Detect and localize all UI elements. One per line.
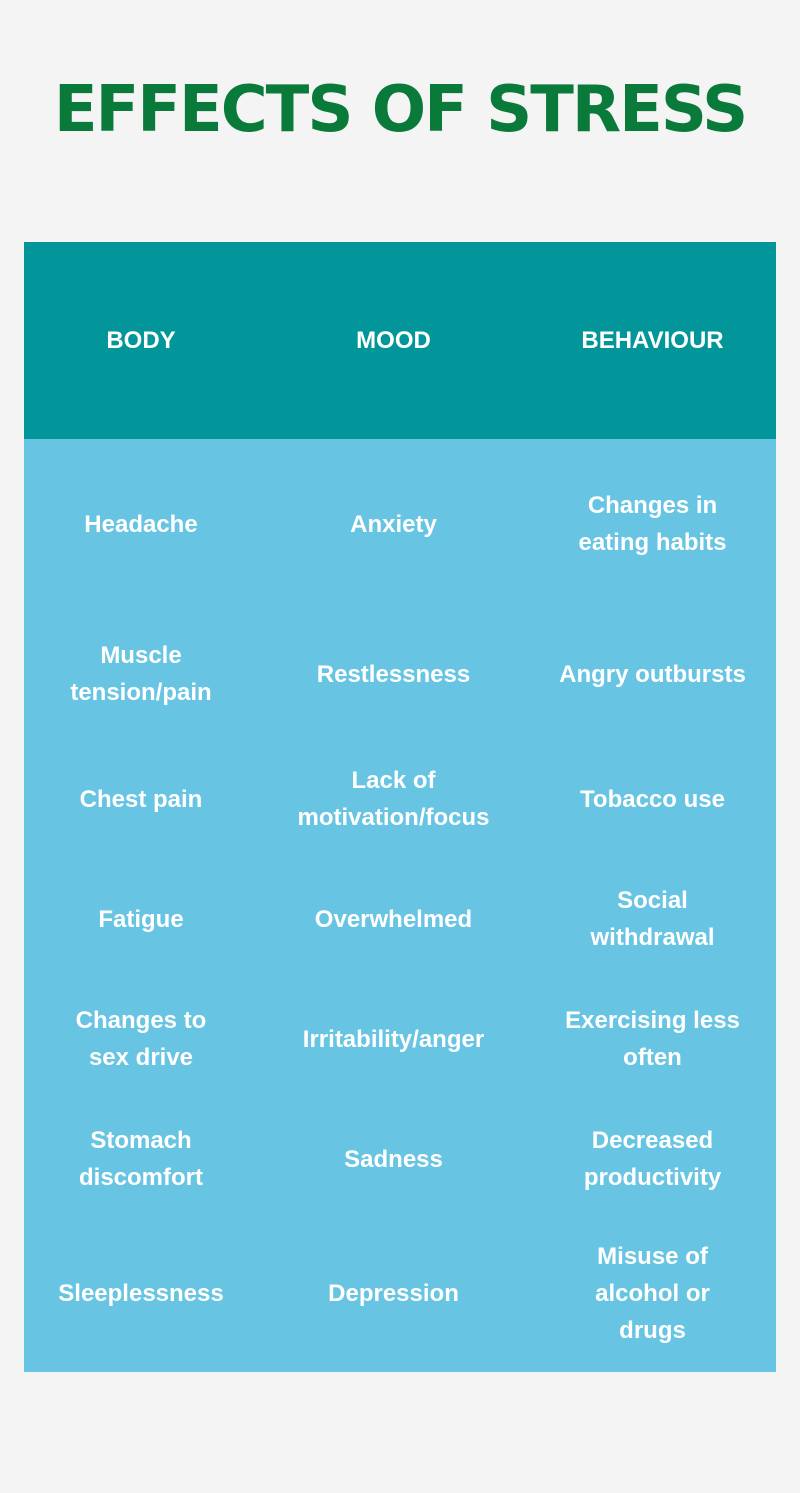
table-cell: Headache [84, 510, 198, 538]
table-cell: Tobacco use [580, 785, 725, 813]
table-cell: Sadness [344, 1145, 443, 1173]
table-cell: Chest pain [79, 785, 203, 813]
table-cell: Fatigue [98, 905, 184, 933]
stress-effects-table: BODY MOOD BEHAVIOUR Headache Anxiety Cha… [24, 242, 776, 1372]
page-title: EFFECTS OF STRESS [53, 73, 748, 147]
table-cell: Anxiety [350, 510, 437, 538]
table-cell: Restlessness [316, 660, 471, 688]
table-cell: Irritability/anger [302, 1025, 485, 1053]
column-header-body: BODY [106, 326, 176, 354]
table-cell: Sleeplessness [58, 1279, 224, 1307]
table-header-row: BODY MOOD BEHAVIOUR [24, 242, 776, 439]
table-cell: Depression [328, 1279, 459, 1307]
column-header-behaviour: BEHAVIOUR [581, 326, 724, 354]
column-header-mood: MOOD [356, 326, 431, 354]
table-cell: Overwhelmed [314, 905, 473, 933]
table-cell: Angry outbursts [559, 660, 746, 688]
